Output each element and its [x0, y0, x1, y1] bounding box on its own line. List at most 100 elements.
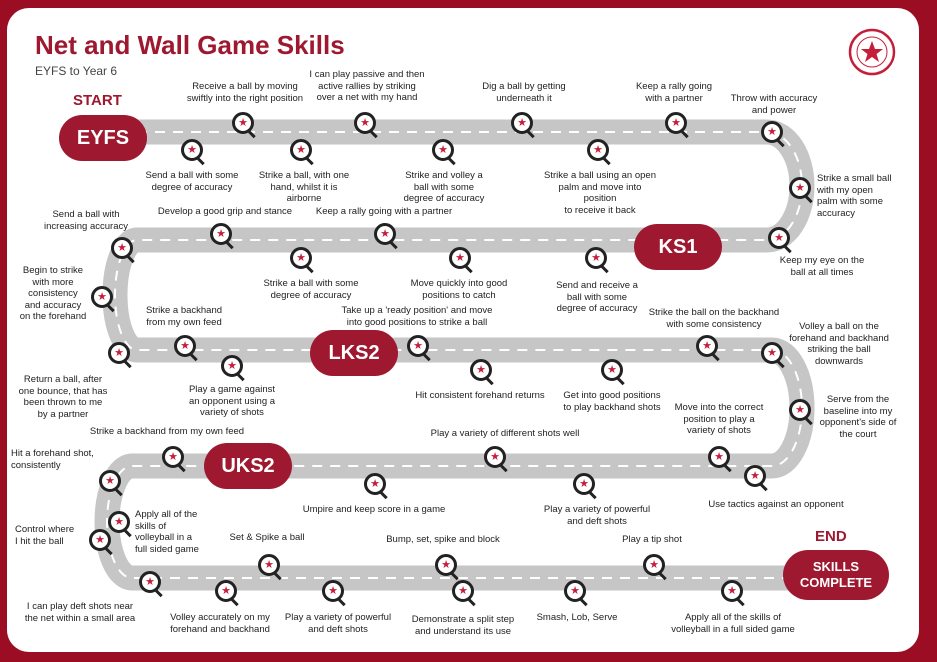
skill-label: Develop a good grip and stance — [157, 206, 293, 217]
skill-label: Apply all of the skills of volleyball in… — [135, 509, 199, 555]
skill-label: Play a tip shot — [622, 534, 682, 545]
skill-pin — [587, 139, 609, 161]
skill-label: Get into good positions to play backhand… — [563, 390, 661, 413]
skill-label: Begin to strike with more consistency an… — [19, 265, 87, 322]
skill-pin — [374, 223, 396, 245]
skill-pin — [721, 580, 743, 602]
skill-label: Strike a small ball with my open palm wi… — [817, 173, 892, 219]
skill-pin — [181, 139, 203, 161]
skill-label: Strike a ball using an open palm and mov… — [544, 170, 656, 216]
skill-label: Play a game against an opponent using a … — [188, 384, 276, 418]
skill-pin — [708, 446, 730, 468]
skill-label: I can play passive and then active ralli… — [309, 69, 425, 103]
skill-label: Send a ball with increasing accuracy — [44, 209, 128, 232]
skill-label: Move into the correct position to play a… — [674, 402, 764, 436]
skills-roadmap-card: Net and Wall Game Skills EYFS to Year 6 … — [7, 8, 919, 652]
skill-pin — [484, 446, 506, 468]
page-title: Net and Wall Game Skills — [35, 30, 345, 60]
skill-pin — [665, 112, 687, 134]
skill-pin — [232, 112, 254, 134]
skill-label: Play a variety of different shots well — [430, 428, 580, 439]
skill-pin — [407, 335, 429, 357]
skill-label: Hit a forehand shot, consistently — [11, 448, 94, 471]
skill-pin — [789, 399, 811, 421]
skill-pin — [432, 139, 454, 161]
skill-pin — [452, 580, 474, 602]
skill-label: Use tactics against an opponent — [708, 499, 844, 510]
skill-pin — [789, 177, 811, 199]
skill-label: Keep a rally going with a partner — [315, 206, 453, 217]
skill-label: Send a ball with some degree of accuracy — [145, 170, 239, 193]
pe-passport-logo — [848, 28, 896, 76]
skill-label: Play a variety of powerful and deft shot… — [284, 612, 392, 635]
skill-label: I can play deft shots near the net withi… — [24, 601, 136, 624]
skill-pin — [768, 227, 790, 249]
skill-pin — [111, 237, 133, 259]
skill-pin — [91, 286, 113, 308]
skill-pin — [89, 529, 111, 551]
skill-label: Strike a backhand from my own feed — [89, 426, 245, 437]
skill-label: Take up a 'ready position' and move into… — [341, 305, 493, 328]
skill-pin — [210, 223, 232, 245]
skill-label: Volley a ball on the forehand and backha… — [789, 321, 889, 367]
skill-pin — [290, 139, 312, 161]
skill-pin — [601, 359, 623, 381]
skill-pin — [290, 247, 312, 269]
skill-label: Keep a rally going with a partner — [635, 81, 713, 104]
skill-label: Umpire and keep score in a game — [302, 504, 446, 515]
skill-label: Apply all of the skills of volleyball in… — [671, 612, 795, 635]
skill-pin — [435, 554, 457, 576]
skill-label: Strike the ball on the backhand with som… — [648, 307, 780, 330]
skill-label: Smash, Lob, Serve — [536, 612, 618, 623]
skill-pin — [573, 473, 595, 495]
skill-pin — [162, 446, 184, 468]
skill-pin — [585, 247, 607, 269]
skill-pin — [108, 511, 130, 533]
skill-label: Strike a ball, with one hand, whilst it … — [258, 170, 350, 204]
skill-pin — [696, 335, 718, 357]
skill-pin — [744, 465, 766, 487]
skill-label: Receive a ball by moving swiftly into th… — [186, 81, 304, 104]
skill-label: Bump, set, spike and block — [386, 534, 500, 545]
stage-eyfs: EYFS — [59, 115, 147, 161]
skill-pin — [139, 571, 161, 593]
skill-pin — [354, 112, 376, 134]
start-label: START — [73, 92, 122, 109]
skill-label: Strike a ball with some degree of accura… — [263, 278, 359, 301]
skill-pin — [511, 112, 533, 134]
skill-label: Move quickly into good positions to catc… — [410, 278, 508, 301]
skill-label: Volley accurately on my forehand and bac… — [170, 612, 270, 635]
skill-label: Hit consistent forehand returns — [415, 390, 545, 401]
skill-pin — [108, 342, 130, 364]
skill-label: Demonstrate a split step and understand … — [411, 614, 515, 637]
skill-pin — [99, 470, 121, 492]
skill-label: Strike a backhand from my own feed — [145, 305, 223, 328]
skill-pin — [215, 580, 237, 602]
stage-uks2: UKS2 — [204, 443, 292, 489]
skill-pin — [221, 355, 243, 377]
skill-label: Strike and volley a ball with some degre… — [403, 170, 485, 204]
skill-pin — [322, 580, 344, 602]
stage-lks2: LKS2 — [310, 330, 398, 376]
skill-label: Dig a ball by getting underneath it — [482, 81, 566, 104]
skill-pin — [564, 580, 586, 602]
skill-label: Return a ball, after one bounce, that ha… — [18, 374, 108, 420]
page-subtitle: EYFS to Year 6 — [35, 64, 118, 78]
skill-label: Play a variety of powerful and deft shot… — [543, 504, 651, 527]
skill-label: Throw with accuracy and power — [730, 93, 818, 116]
stage-ks1: KS1 — [634, 224, 722, 270]
stage-skills-complete: SKILLS COMPLETE — [783, 550, 889, 600]
skill-pin — [643, 554, 665, 576]
skill-label: Set & Spike a ball — [229, 532, 305, 543]
skill-pin — [258, 554, 280, 576]
skill-label: Serve from the baseline into my opponent… — [819, 394, 897, 440]
skill-pin — [449, 247, 471, 269]
skill-pin — [364, 473, 386, 495]
end-label: END — [815, 528, 847, 545]
skill-pin — [470, 359, 492, 381]
skill-pin — [174, 335, 196, 357]
skill-pin — [761, 121, 783, 143]
skill-pin — [761, 342, 783, 364]
skill-label: Keep my eye on the ball at all times — [779, 255, 865, 278]
skill-label: Send and receive a ball with some degree… — [556, 280, 638, 314]
